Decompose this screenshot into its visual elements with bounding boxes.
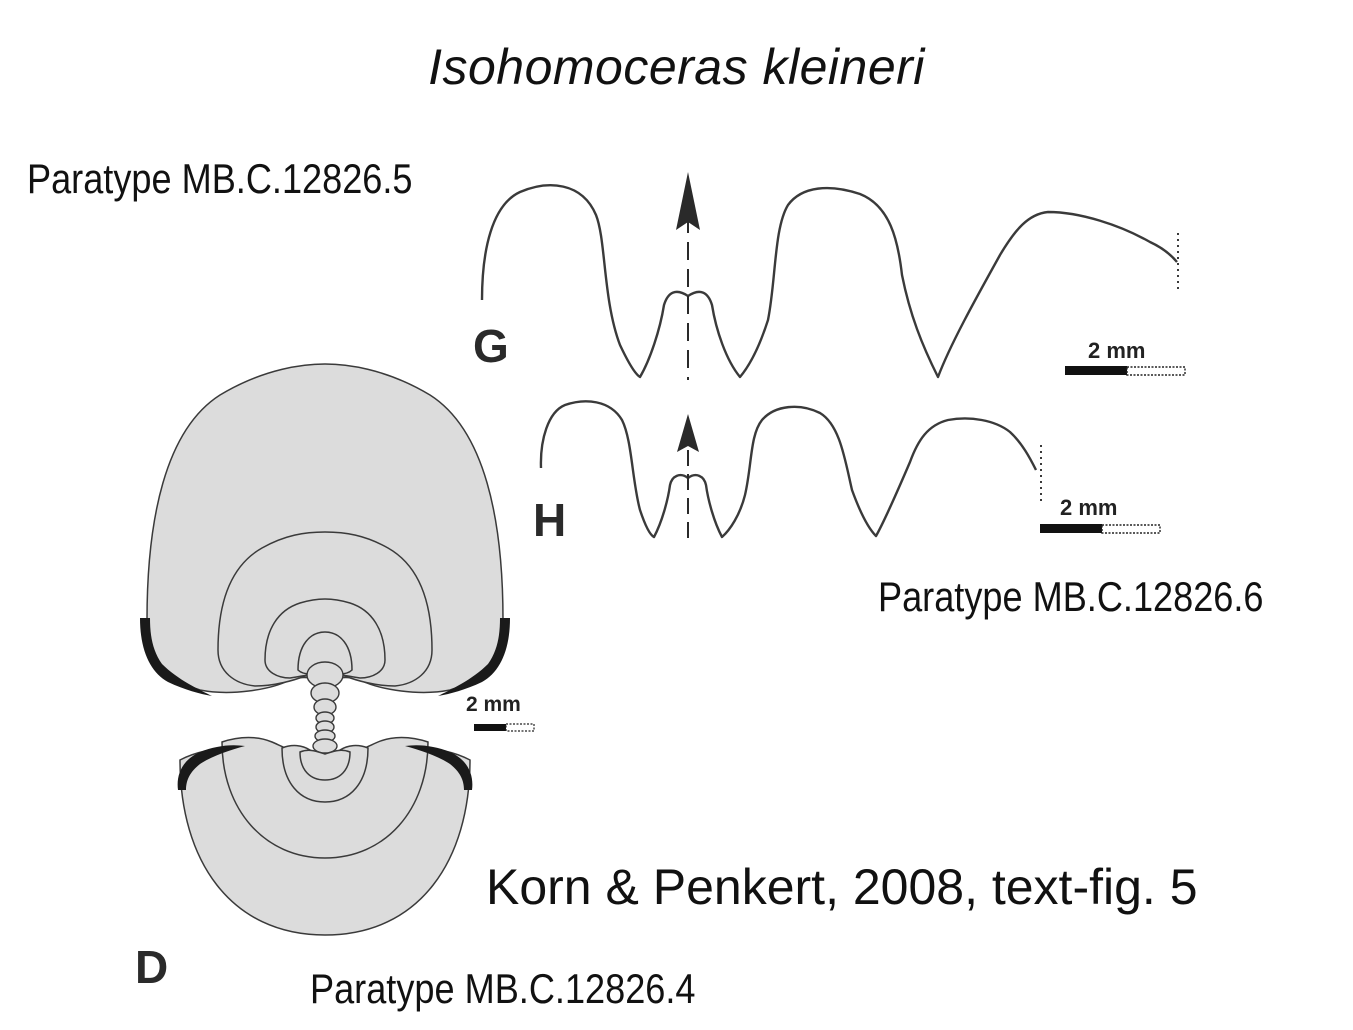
panel-h-arrow-icon [677, 414, 699, 452]
panel-g-arrow-icon [676, 172, 700, 230]
panel-d-specimen-label: Paratype MB.C.12826.4 [310, 965, 696, 1012]
panel-h-letter: H [533, 494, 567, 546]
panel-g-specimen-label: Paratype MB.C.12826.5 [27, 155, 413, 202]
panel-d-cross-section [140, 363, 535, 936]
figure-title: Isohomoceras kleineri [428, 39, 925, 95]
panel-h-specimen-label: Paratype MB.C.12826.6 [878, 573, 1264, 620]
panel-g-suture [480, 172, 1186, 380]
lower-whorl-4 [299, 749, 351, 781]
panel-h-scale-label: 2 mm [1060, 495, 1118, 520]
panel-g-scale-label: 2 mm [1088, 338, 1146, 363]
upper-left-shell-edge [140, 618, 212, 696]
citation-text: Korn & Penkert, 2008, text-fig. 5 [486, 859, 1198, 915]
panel-g-suture-line [480, 184, 1178, 379]
panel-h-suture-line [539, 400, 1038, 539]
upper-right-shell-edge [438, 618, 510, 696]
lower-left-shell-edge [177, 745, 245, 790]
panel-h-scale-bar [1040, 524, 1161, 534]
panel-g-scale-bar [1065, 366, 1186, 376]
panel-d-scale-bar [474, 723, 535, 732]
panel-d-scale-label: 2 mm [466, 693, 521, 716]
panel-h-suture [539, 400, 1161, 540]
panel-g-letter: G [473, 320, 509, 372]
panel-d-letter: D [135, 941, 169, 993]
lower-right-shell-edge [405, 745, 473, 790]
inner-whorl-column [306, 661, 344, 754]
